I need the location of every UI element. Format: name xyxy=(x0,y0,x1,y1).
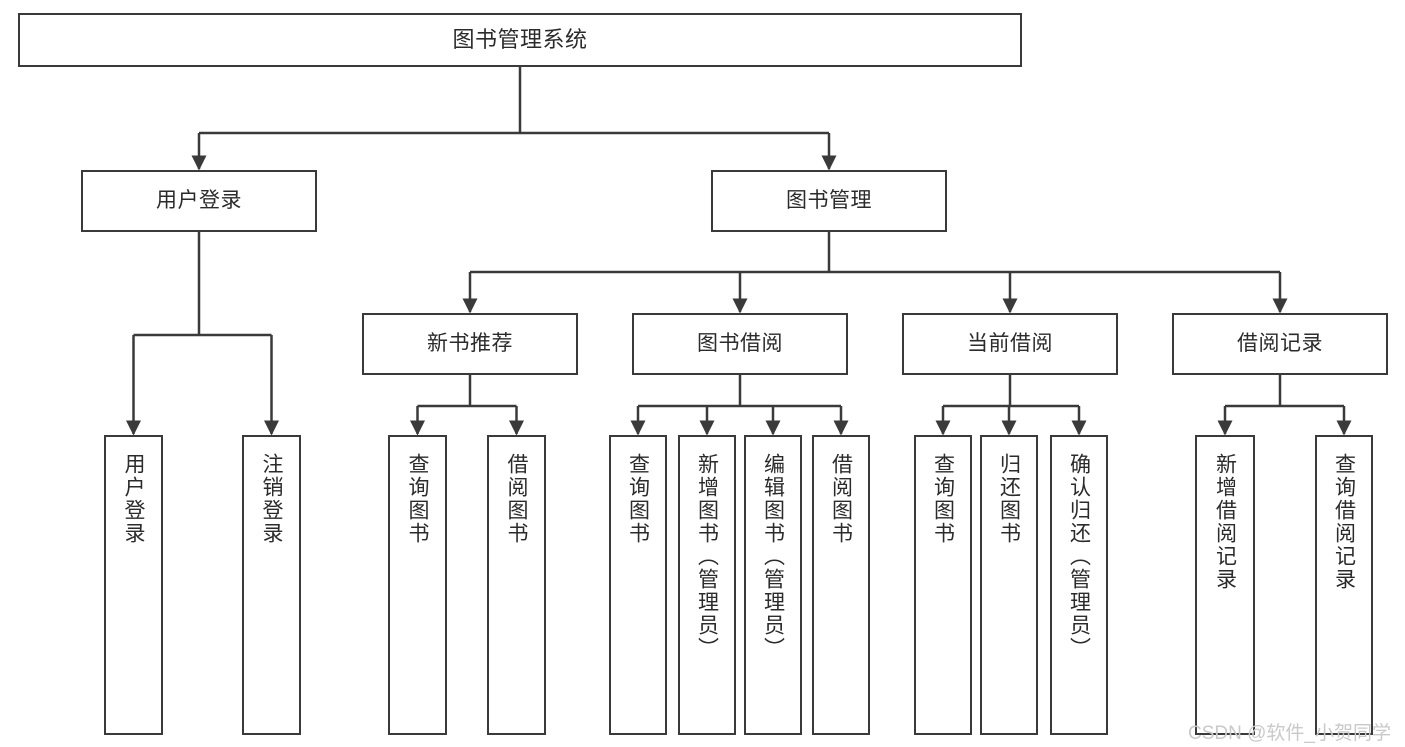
node-leaf_nbr_query: 查询图书 xyxy=(388,435,447,735)
node-leaf_bb_borrow: 借阅图书 xyxy=(812,435,870,735)
node-label-borrow_record: 借阅记录 xyxy=(1237,332,1323,356)
node-leaf_bb_query: 查询图书 xyxy=(609,435,667,735)
node-leaf_cb_return: 归还图书 xyxy=(980,435,1038,735)
node-label-leaf_cb_return: 归还图书 xyxy=(997,453,1021,545)
node-label-book_manage: 图书管理 xyxy=(786,189,872,213)
node-label-leaf_bb_borrow: 借阅图书 xyxy=(829,453,853,545)
node-label-book_borrow: 图书借阅 xyxy=(697,332,783,356)
node-label-root: 图书管理系统 xyxy=(452,26,588,52)
node-label-current_borrow: 当前借阅 xyxy=(967,332,1053,356)
node-user_login: 用户登录 xyxy=(81,170,317,232)
node-leaf_cb_query: 查询图书 xyxy=(914,435,972,735)
node-new_book_rec: 新书推荐 xyxy=(362,313,578,375)
node-current_borrow: 当前借阅 xyxy=(902,313,1118,375)
node-leaf_cb_confirm: 确认归还（管理员） xyxy=(1050,435,1108,735)
node-label-leaf_login: 用户登录 xyxy=(122,453,145,545)
node-label-leaf_bb_edit: 编辑图书（管理员） xyxy=(761,453,785,660)
node-book_manage: 图书管理 xyxy=(711,170,947,232)
node-label-leaf_nbr_query: 查询图书 xyxy=(406,453,429,545)
node-leaf_br_query: 查询借阅记录 xyxy=(1315,435,1373,735)
node-label-leaf_cb_confirm: 确认归还（管理员） xyxy=(1067,453,1091,660)
node-root: 图书管理系统 xyxy=(18,13,1022,67)
node-label-new_book_rec: 新书推荐 xyxy=(427,332,513,356)
node-label-leaf_br_query: 查询借阅记录 xyxy=(1332,453,1356,591)
node-label-leaf_nbr_borrow: 借阅图书 xyxy=(505,453,528,545)
node-leaf_br_add: 新增借阅记录 xyxy=(1195,435,1255,735)
node-leaf_login: 用户登录 xyxy=(104,435,163,735)
node-label-leaf_cb_query: 查询图书 xyxy=(931,453,955,545)
node-label-leaf_bb_add: 新增图书（管理员） xyxy=(695,453,719,660)
node-label-leaf_br_add: 新增借阅记录 xyxy=(1213,453,1237,591)
node-leaf_bb_edit: 编辑图书（管理员） xyxy=(744,435,802,735)
node-label-leaf_bb_query: 查询图书 xyxy=(626,453,650,545)
node-leaf_logout: 注销登录 xyxy=(242,435,301,735)
node-leaf_nbr_borrow: 借阅图书 xyxy=(487,435,546,735)
node-label-user_login: 用户登录 xyxy=(156,189,242,213)
node-book_borrow: 图书借阅 xyxy=(632,313,848,375)
node-borrow_record: 借阅记录 xyxy=(1172,313,1388,375)
node-leaf_bb_add: 新增图书（管理员） xyxy=(678,435,736,735)
node-label-leaf_logout: 注销登录 xyxy=(260,453,283,545)
